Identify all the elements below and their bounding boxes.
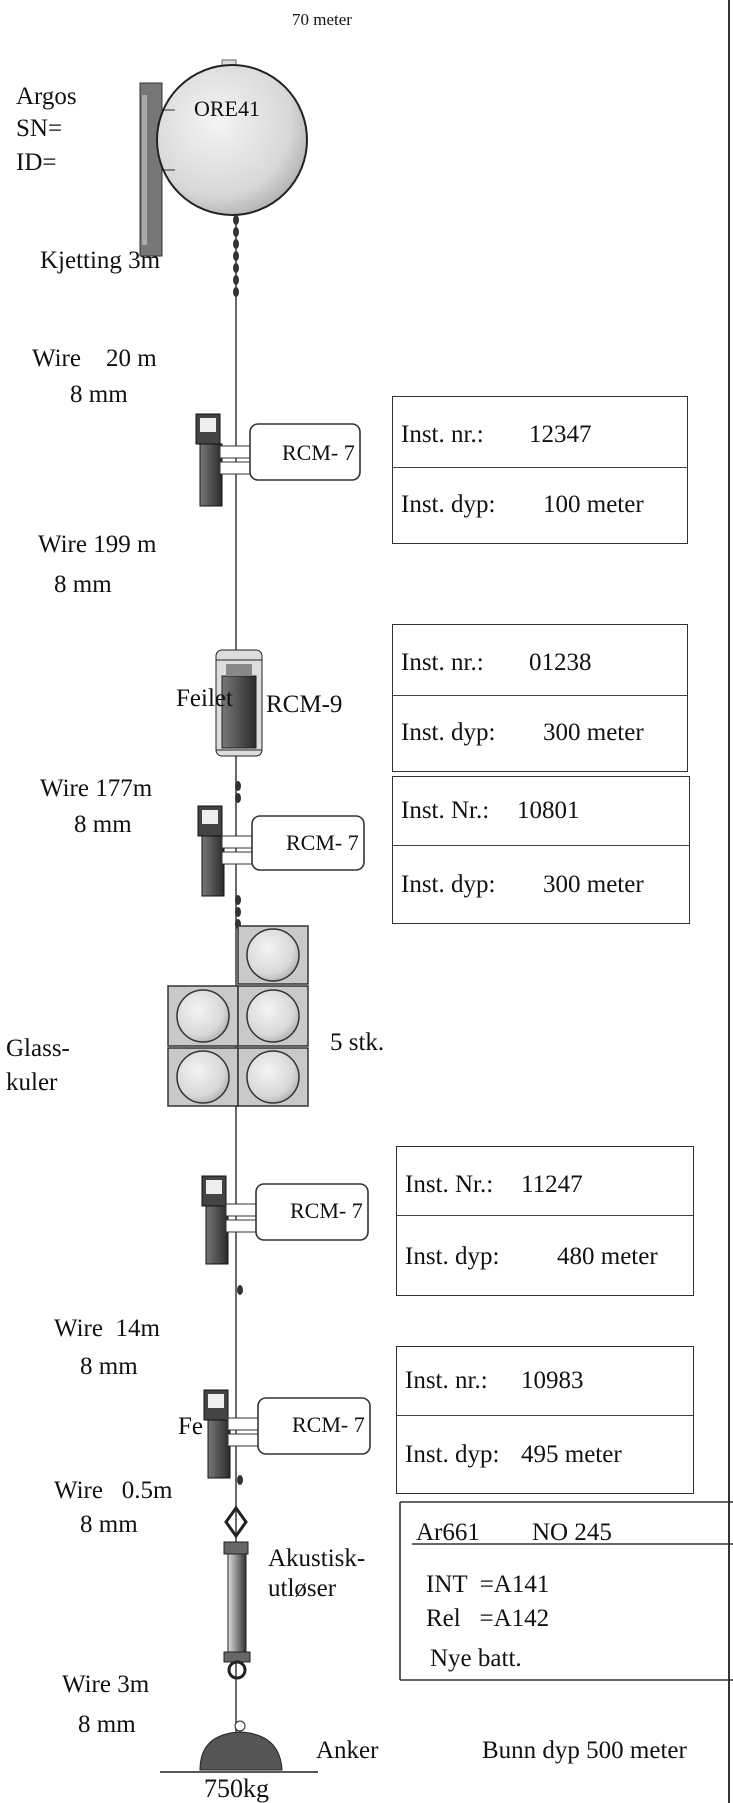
rcm7-failed-label: Fe: [178, 1413, 203, 1440]
rcm7-instrument-1: [195, 413, 361, 507]
rcm9-label: RCM-9: [266, 691, 343, 718]
release-frame: [399, 1501, 733, 1681]
wire2-diameter: 8 mm: [54, 571, 112, 598]
rcm9-instrument: [215, 649, 263, 757]
wire6-label: Wire 3m: [62, 1671, 150, 1698]
instrument-box-2: Inst. nr.: 01238 Inst. dyp: 300 meter: [392, 624, 688, 772]
inst-nr-value: 10801: [517, 797, 580, 824]
rcm7-label-1: RCM- 7: [282, 440, 355, 465]
anchor: [160, 1720, 318, 1773]
surface-buoy: [139, 59, 308, 257]
box-divider: [397, 1215, 693, 1216]
wire2-label: Wire 199 m: [38, 531, 157, 558]
inst-dyp-value: 480 meter: [557, 1243, 658, 1270]
wire3-label: Wire 177m: [40, 775, 153, 802]
floats-label-2: kuler: [6, 1069, 58, 1096]
chain-2: [235, 781, 241, 929]
wire5-diameter: 8 mm: [80, 1511, 138, 1538]
wire1-diameter: 8 mm: [70, 381, 128, 408]
anchor-weight: 750kg: [204, 1774, 269, 1803]
buoy-label: ORE41: [194, 96, 260, 121]
inst-dyp-value: 300 meter: [543, 719, 644, 746]
box-divider: [393, 845, 689, 846]
release-int: INT =A141: [426, 1571, 550, 1598]
box-divider: [393, 467, 687, 468]
inst-nr-value: 11247: [521, 1171, 583, 1198]
inst-dyp-value: 495 meter: [521, 1441, 622, 1468]
inst-dyp-label: Inst. dyp:: [405, 1243, 500, 1270]
anchor-label: Anker: [316, 1737, 379, 1764]
acoustic-releaser: [223, 1505, 251, 1680]
release-ar: Ar661: [416, 1519, 480, 1546]
inst-nr-label: Inst. Nr.:: [405, 1171, 494, 1198]
rcm7-instrument-4: [203, 1389, 371, 1479]
rcm7-label-3: RCM- 7: [290, 1198, 363, 1223]
wire1-label: Wire 20 m: [32, 345, 157, 372]
rcm7-instrument-3: [201, 1175, 369, 1265]
depth-header: 70 meter: [292, 10, 352, 29]
argos-label: Argos: [16, 83, 77, 110]
releaser-label-2: utløser: [268, 1575, 337, 1602]
releaser-label-1: Akustisk-: [268, 1545, 366, 1572]
inst-nr-value: 12347: [529, 421, 592, 448]
inst-nr-value: 10983: [521, 1367, 584, 1394]
inst-dyp-label: Inst. dyp:: [401, 719, 496, 746]
rcm9-failed-label: Feilet: [176, 685, 233, 712]
inst-dyp-value: 300 meter: [543, 871, 644, 898]
rcm7-instrument-2: [197, 805, 365, 897]
inst-dyp-label: Inst. dyp:: [401, 491, 496, 518]
inst-dyp-value: 100 meter: [543, 491, 644, 518]
instrument-box-4: Inst. Nr.: 11247 Inst. dyp: 480 meter: [396, 1146, 694, 1296]
release-batt: Nye batt.: [430, 1645, 522, 1672]
wire5-label: Wire 0.5m: [54, 1477, 173, 1504]
chain: [233, 215, 239, 297]
chain-label: Kjetting 3m: [40, 247, 161, 274]
sn-label: SN=: [16, 115, 63, 142]
release-rel: Rel =A142: [426, 1605, 550, 1632]
bottom-depth-label: Bunn dyp 500 meter: [482, 1737, 687, 1764]
chain-3: [237, 1285, 243, 1485]
wire4-label: Wire 14m: [54, 1315, 160, 1342]
rcm7-label-4: RCM- 7: [292, 1412, 365, 1437]
instrument-box-3: Inst. Nr.: 10801 Inst. dyp: 300 meter: [392, 776, 690, 924]
inst-dyp-label: Inst. dyp:: [401, 871, 496, 898]
wire6-diameter: 8 mm: [78, 1711, 136, 1738]
inst-nr-label: Inst. Nr.:: [401, 797, 490, 824]
instrument-box-5: Inst. nr.: 10983 Inst. dyp: 495 meter: [396, 1346, 694, 1494]
release-no: NO 245: [532, 1519, 612, 1546]
inst-nr-value: 01238: [529, 649, 592, 676]
floats-label-1: Glass-: [6, 1035, 70, 1062]
floats-count: 5 stk.: [330, 1029, 385, 1056]
instrument-box-1: Inst. nr.: 12347 Inst. dyp: 100 meter: [392, 396, 688, 544]
wire3-diameter: 8 mm: [74, 811, 132, 838]
inst-nr-label: Inst. nr.:: [401, 421, 484, 448]
box-divider: [397, 1415, 693, 1416]
inst-nr-label: Inst. nr.:: [405, 1367, 488, 1394]
box-divider: [393, 695, 687, 696]
id-label: ID=: [16, 149, 57, 176]
glass-floats: [167, 925, 309, 1107]
wire4-diameter: 8 mm: [80, 1353, 138, 1380]
inst-dyp-label: Inst. dyp:: [405, 1441, 500, 1468]
rcm7-label-2: RCM- 7: [286, 830, 359, 855]
inst-nr-label: Inst. nr.:: [401, 649, 484, 676]
